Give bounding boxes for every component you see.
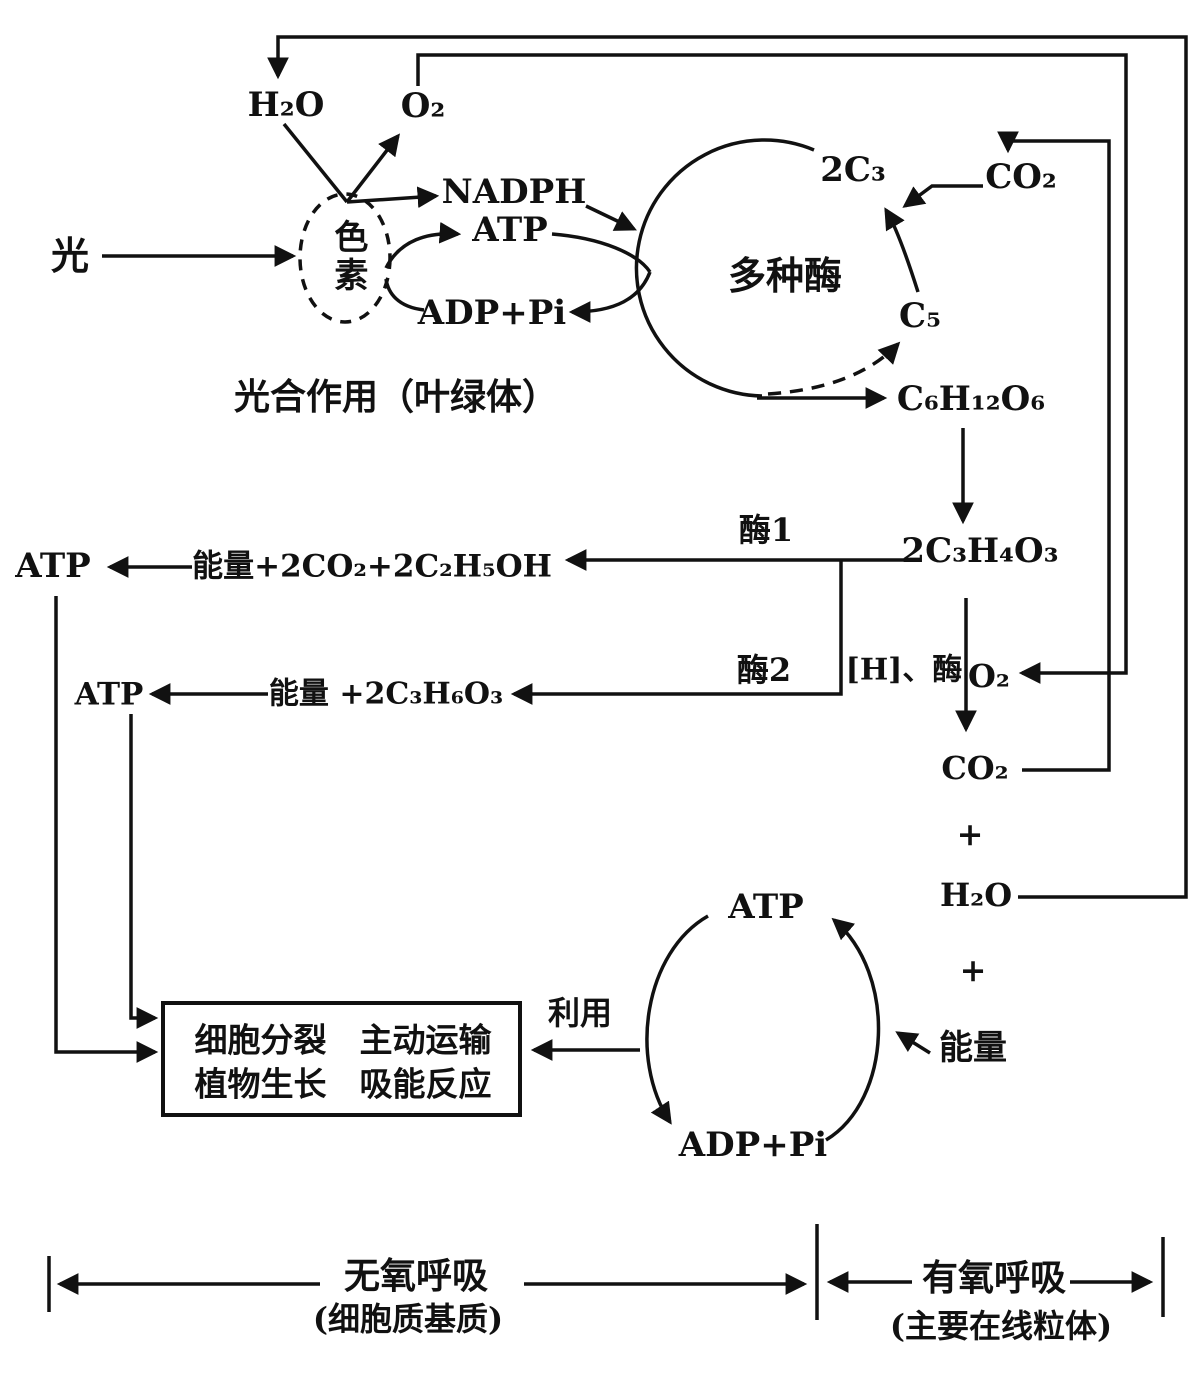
o2-resp-label: O₂ xyxy=(968,657,1010,696)
atp-shuttle-upper-arrow xyxy=(384,221,462,269)
enzyme1-label: 酶1 xyxy=(738,511,794,550)
nadph-arrow xyxy=(346,186,440,209)
use-label: 利用 xyxy=(547,994,613,1033)
adp-photo-label: ADP+Pi xyxy=(417,293,567,334)
enzymes-label: 多种酶 xyxy=(727,253,843,299)
plus1-label: + xyxy=(956,815,984,854)
adp-shuttle-lower-left xyxy=(384,278,425,312)
pigment-label: 色素 xyxy=(327,219,368,295)
h2o-return-line xyxy=(267,35,1188,899)
energy-label: 能量 xyxy=(939,1028,1007,1069)
h2o-split-line xyxy=(282,122,349,204)
c5-regeneration-arc xyxy=(767,341,901,396)
nadph-to-cycle-arrow xyxy=(585,204,637,231)
energy-uses-line1: 细胞分裂 主动运输 xyxy=(194,1020,492,1060)
co2-resp-label: CO₂ xyxy=(941,749,1009,788)
h-enzyme-label: [H]、酶 xyxy=(845,652,963,688)
plus2-label: + xyxy=(959,951,987,990)
c3-label: 2C₃ xyxy=(820,150,886,191)
enzyme2-line xyxy=(510,560,843,705)
c5-label: C₅ xyxy=(899,296,941,337)
h2o-resp-label: H₂O xyxy=(939,876,1013,915)
o2-return-line xyxy=(416,53,1128,684)
fermentation1-products-label: 能量+2CO₂+2C₂H₅OH xyxy=(192,548,552,585)
co2-fixation-arrow xyxy=(902,184,983,208)
adp-cycle-label: ADP+Pi xyxy=(678,1125,828,1166)
energy-to-cycle-arrow xyxy=(895,1031,931,1055)
aerobic-span-label: 有氧呼吸 xyxy=(921,1257,1067,1300)
adp-shuttle-lower-arrow xyxy=(568,271,652,323)
energy-uses-line2: 植物生长 吸能反应 xyxy=(194,1064,492,1104)
glucose-label: C₆H₁₂O₆ xyxy=(896,379,1046,420)
anaerobic-site-label: (细胞质基质) xyxy=(312,1300,504,1339)
atp-shuttle-upper-right xyxy=(551,232,652,274)
atp1-label: ATP xyxy=(15,546,91,587)
atp2-usage-line xyxy=(129,714,159,1029)
pyruvate-label: 2C₃H₄O₃ xyxy=(901,531,1059,572)
photosynthesis-caption: 光合作用（叶绿体） xyxy=(233,376,559,419)
light-label: 光 xyxy=(50,233,90,279)
co2-photo-label: CO₂ xyxy=(985,157,1057,198)
atp-cycle-label: ATP xyxy=(728,887,804,928)
atp-cycle-left-arc xyxy=(645,914,709,1125)
anaerobic-span-label: 无氧呼吸 xyxy=(343,1255,489,1298)
calvin-cycle-arc xyxy=(634,138,815,398)
o2-output-arrow xyxy=(345,133,400,204)
h2o-input-label: H₂O xyxy=(247,85,325,126)
fermentation2-products-label: 能量 +2C₃H₆O₃ xyxy=(268,676,504,712)
o2-output-label: O₂ xyxy=(400,86,446,127)
enzyme2-label: 酶2 xyxy=(736,651,792,690)
atp2-label: ATP xyxy=(74,676,144,713)
nadph-label: NADPH xyxy=(441,172,587,213)
aerobic-site-label: (主要在线粒体) xyxy=(889,1307,1113,1346)
c5-to-c3-arc xyxy=(884,207,920,293)
atp-photo-label: ATP xyxy=(472,210,548,251)
energy-uses-box xyxy=(161,1001,522,1117)
co2-return-line xyxy=(997,131,1111,772)
atp1-usage-line xyxy=(54,596,159,1063)
atp-cycle-right-arc xyxy=(825,917,881,1142)
